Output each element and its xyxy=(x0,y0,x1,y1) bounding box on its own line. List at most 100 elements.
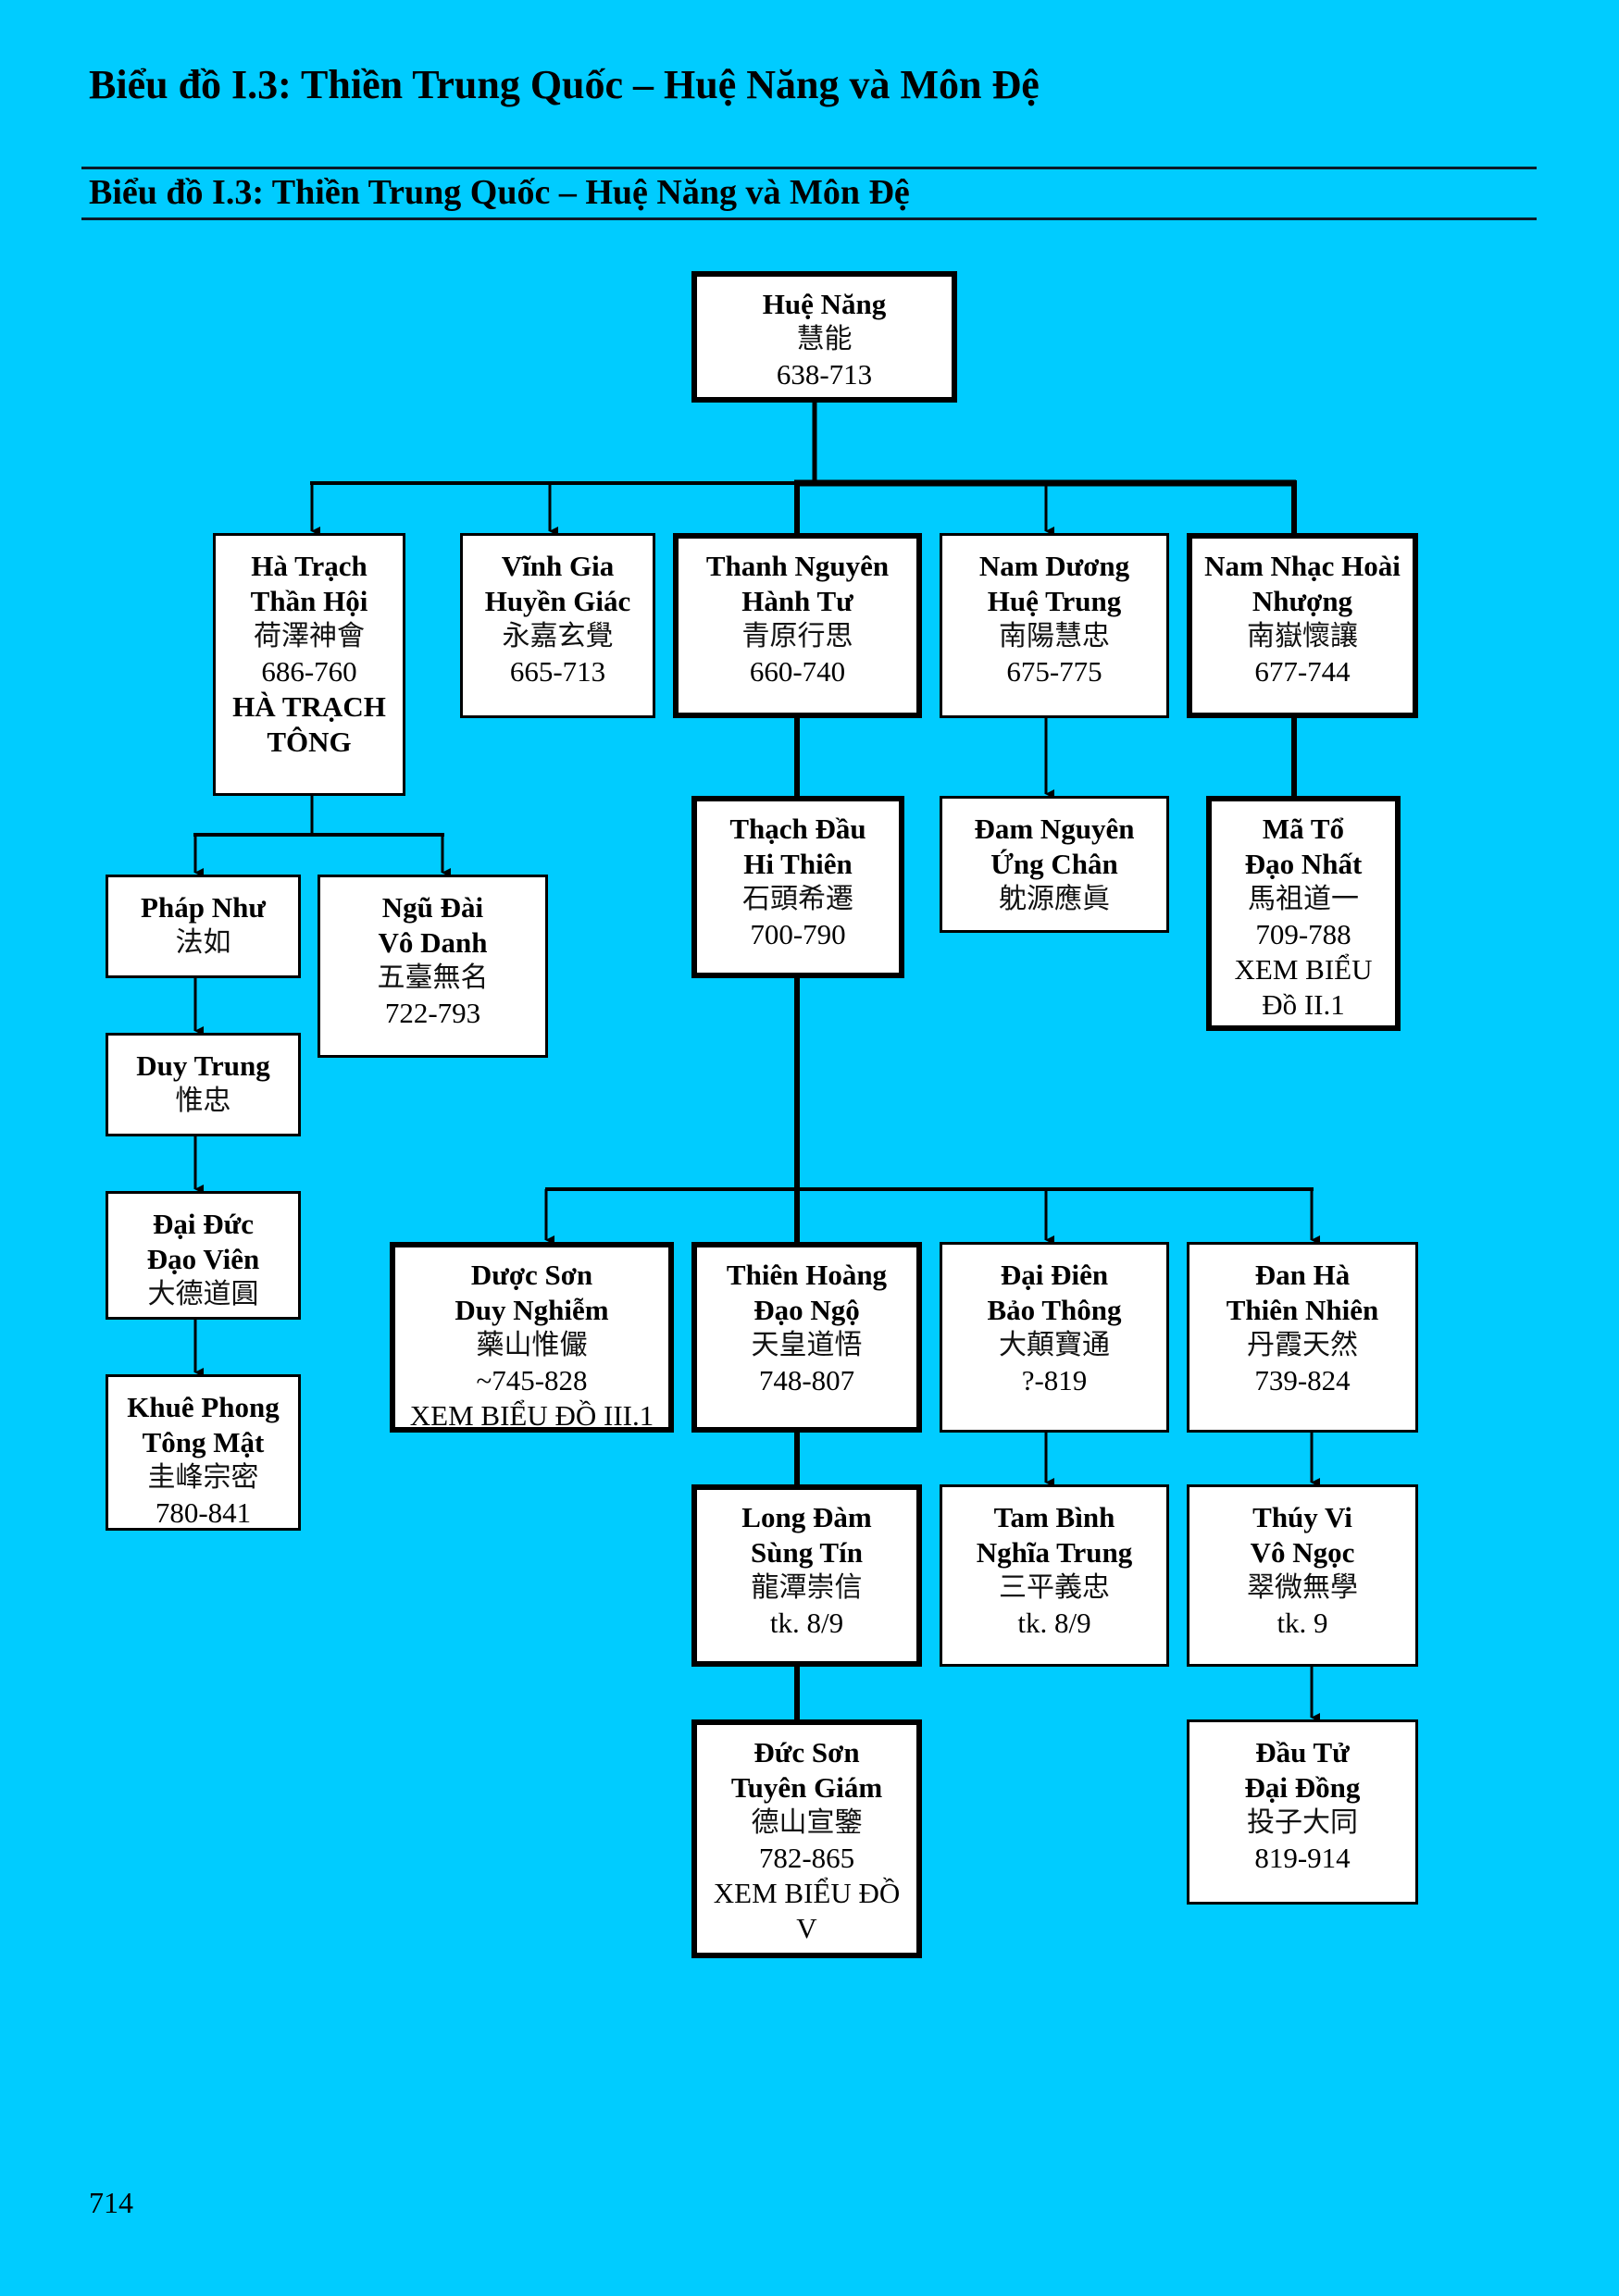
node-name: Đại Đồng xyxy=(1244,1771,1361,1804)
node-hanzi: 三平義忠 xyxy=(999,1571,1110,1604)
node-name: Vô Ngọc xyxy=(1250,1536,1355,1569)
node-dates: 709-788 xyxy=(1255,918,1351,950)
node-name: Bảo Thông xyxy=(987,1294,1122,1326)
node-note: XEM BIỂU ĐỒ xyxy=(713,1877,901,1909)
node-hanzi: 南嶽懷讓 xyxy=(1247,620,1358,652)
node-name: Dược Sơn xyxy=(470,1259,593,1291)
node-dates: 739-824 xyxy=(1254,1364,1351,1396)
node-name: Thúy Vi xyxy=(1252,1501,1352,1533)
node-nam-duong: Nam Dương Huệ Trung 南陽慧忠 675-775 xyxy=(940,533,1169,718)
node-thanh-nguyen: Thanh Nguyên Hành Tư 青原行思 660-740 xyxy=(673,533,922,718)
node-dates: 686-760 xyxy=(261,655,357,688)
node-dai-dien: Đại Điên Bảo Thông 大顛寶通 ?-819 xyxy=(940,1242,1169,1433)
node-name: Vô Danh xyxy=(378,926,488,959)
node-tam-binh: Tam Bình Nghĩa Trung 三平義忠 tk. 8/9 xyxy=(940,1484,1169,1667)
node-name: Ngũ Đài xyxy=(381,891,484,924)
node-hanzi: 青原行思 xyxy=(741,620,853,652)
node-name: Nhượng xyxy=(1252,585,1353,617)
node-hanzi: 龍潭崇信 xyxy=(751,1571,863,1604)
node-hanzi: 永嘉玄覺 xyxy=(502,620,614,652)
node-name: Khuê Phong xyxy=(127,1391,280,1423)
node-thach-dau: Thạch Đầu Hi Thiên 石頭希遷 700-790 xyxy=(691,796,904,978)
node-name: Ứng Chân xyxy=(990,848,1118,880)
node-name: Huệ Trung xyxy=(987,585,1122,617)
node-dam-nguyen: Đam Nguyên Ứng Chân 躭源應眞 xyxy=(940,796,1169,933)
node-hanzi: 惟忠 xyxy=(175,1085,231,1117)
node-name: Đan Hà xyxy=(1254,1259,1351,1291)
node-name: Thần Hội xyxy=(250,585,368,617)
node-hanzi: 藥山惟儼 xyxy=(476,1329,588,1361)
section-heading: Biểu đồ I.3: Thiền Trung Quốc – Huệ Năng… xyxy=(89,173,910,212)
node-name: Nghĩa Trung xyxy=(976,1536,1133,1569)
node-hanzi: 南陽慧忠 xyxy=(999,620,1110,652)
node-dates: 780-841 xyxy=(155,1496,252,1529)
node-dates: 665-713 xyxy=(509,655,606,688)
node-ma-to: Mã Tổ Đạo Nhất 馬祖道一 709-788 XEM BIỂU Đồ … xyxy=(1206,796,1401,1031)
node-name: Nam Nhạc Hoài xyxy=(1204,550,1401,582)
node-dates: tk. 8/9 xyxy=(769,1607,844,1639)
node-dau-tu: Đầu Tử Đại Đồng 投子大同 819-914 xyxy=(1187,1719,1418,1905)
node-dai-duc: Đại Đức Đạo Viên 大德道圓 xyxy=(106,1191,301,1320)
node-hanzi: 投子大同 xyxy=(1247,1806,1358,1839)
node-name: Mã Tổ xyxy=(1262,813,1345,845)
node-duc-son: Đức Sơn Tuyên Giám 德山宣鑒 782-865 XEM BIỂU… xyxy=(691,1719,922,1958)
node-dates: 748-807 xyxy=(758,1364,855,1396)
node-hanzi: 慧能 xyxy=(796,323,853,355)
node-note: HÀ TRẠCH xyxy=(232,690,386,723)
node-khue-phong: Khuê Phong Tông Mật 圭峰宗密 780-841 xyxy=(106,1374,301,1531)
node-nam-nhac: Nam Nhạc Hoài Nhượng 南嶽懷讓 677-744 xyxy=(1187,533,1418,718)
node-hanzi: 法如 xyxy=(175,926,231,959)
node-phap-nhu: Pháp Như 法如 xyxy=(106,875,301,978)
node-hanzi: 石頭希遷 xyxy=(742,883,853,915)
node-dates: 675-775 xyxy=(1006,655,1102,688)
node-name: Long Đàm xyxy=(741,1501,872,1533)
node-name: Tuyên Giám xyxy=(730,1771,883,1804)
node-name: Sùng Tín xyxy=(751,1536,863,1569)
node-hanzi: 躭源應眞 xyxy=(999,883,1110,915)
node-hanzi: 翠微無學 xyxy=(1247,1571,1358,1604)
node-hanzi: 荷澤神會 xyxy=(254,620,365,652)
node-name: Huệ Năng xyxy=(762,288,887,320)
node-hanzi: 丹霞天然 xyxy=(1247,1329,1358,1361)
node-name: Hành Tư xyxy=(741,585,853,617)
node-name: Huyền Giác xyxy=(484,585,631,617)
node-note: XEM BIỂU ĐỒ III.1 xyxy=(409,1399,654,1432)
node-name: Hà Trạch xyxy=(251,550,367,582)
node-note: TÔNG xyxy=(267,726,352,758)
node-note: V xyxy=(796,1912,817,1944)
node-name: Pháp Như xyxy=(141,891,266,924)
node-dates: 819-914 xyxy=(1254,1842,1351,1874)
node-name: Duy Trung xyxy=(136,1049,270,1082)
node-vinh-gia: Vĩnh Gia Huyền Giác 永嘉玄覺 665-713 xyxy=(460,533,655,718)
node-name: Hi Thiên xyxy=(743,848,853,880)
node-name: Đại Đức xyxy=(153,1208,254,1240)
node-name: Đức Sơn xyxy=(753,1736,860,1769)
node-name: Tông Mật xyxy=(142,1426,265,1458)
node-dates: tk. 8/9 xyxy=(1017,1607,1091,1639)
heading-rule-bottom xyxy=(81,217,1537,220)
node-dates: ~745-828 xyxy=(476,1364,588,1396)
node-dates: tk. 9 xyxy=(1277,1607,1328,1639)
node-long-dam: Long Đàm Sùng Tín 龍潭崇信 tk. 8/9 xyxy=(691,1484,922,1667)
node-name: Thiên Nhiên xyxy=(1226,1294,1379,1326)
page-heading: Biểu đồ I.3: Thiền Trung Quốc – Huệ Năng… xyxy=(89,62,1040,107)
node-duoc-son: Dược Sơn Duy Nghiễm 藥山惟儼 ~745-828 XEM BI… xyxy=(390,1242,674,1433)
node-name: Vĩnh Gia xyxy=(501,550,615,582)
node-note: XEM BIỂU xyxy=(1234,953,1373,986)
node-name: Đạo Ngộ xyxy=(753,1294,860,1326)
node-name: Nam Dương xyxy=(978,550,1130,582)
node-name: Đam Nguyên xyxy=(974,813,1135,845)
node-name: Đạo Viên xyxy=(146,1243,260,1275)
node-hue-nang: Huệ Năng 慧能 638-713 xyxy=(691,271,957,403)
node-name: Đại Điên xyxy=(1000,1259,1109,1291)
node-name: Tam Bình xyxy=(993,1501,1115,1533)
node-hanzi: 五臺無名 xyxy=(377,962,489,994)
node-duy-trung: Duy Trung 惟忠 xyxy=(106,1033,301,1136)
node-hanzi: 德山宣鑒 xyxy=(751,1806,863,1839)
node-ha-trach: Hà Trạch Thần Hội 荷澤神會 686-760 HÀ TRẠCH … xyxy=(213,533,405,796)
node-name: Thanh Nguyên xyxy=(705,550,890,582)
node-note: Đồ II.1 xyxy=(1262,988,1345,1021)
node-name: Đạo Nhất xyxy=(1244,848,1363,880)
node-hanzi: 天皇道悟 xyxy=(751,1329,863,1361)
